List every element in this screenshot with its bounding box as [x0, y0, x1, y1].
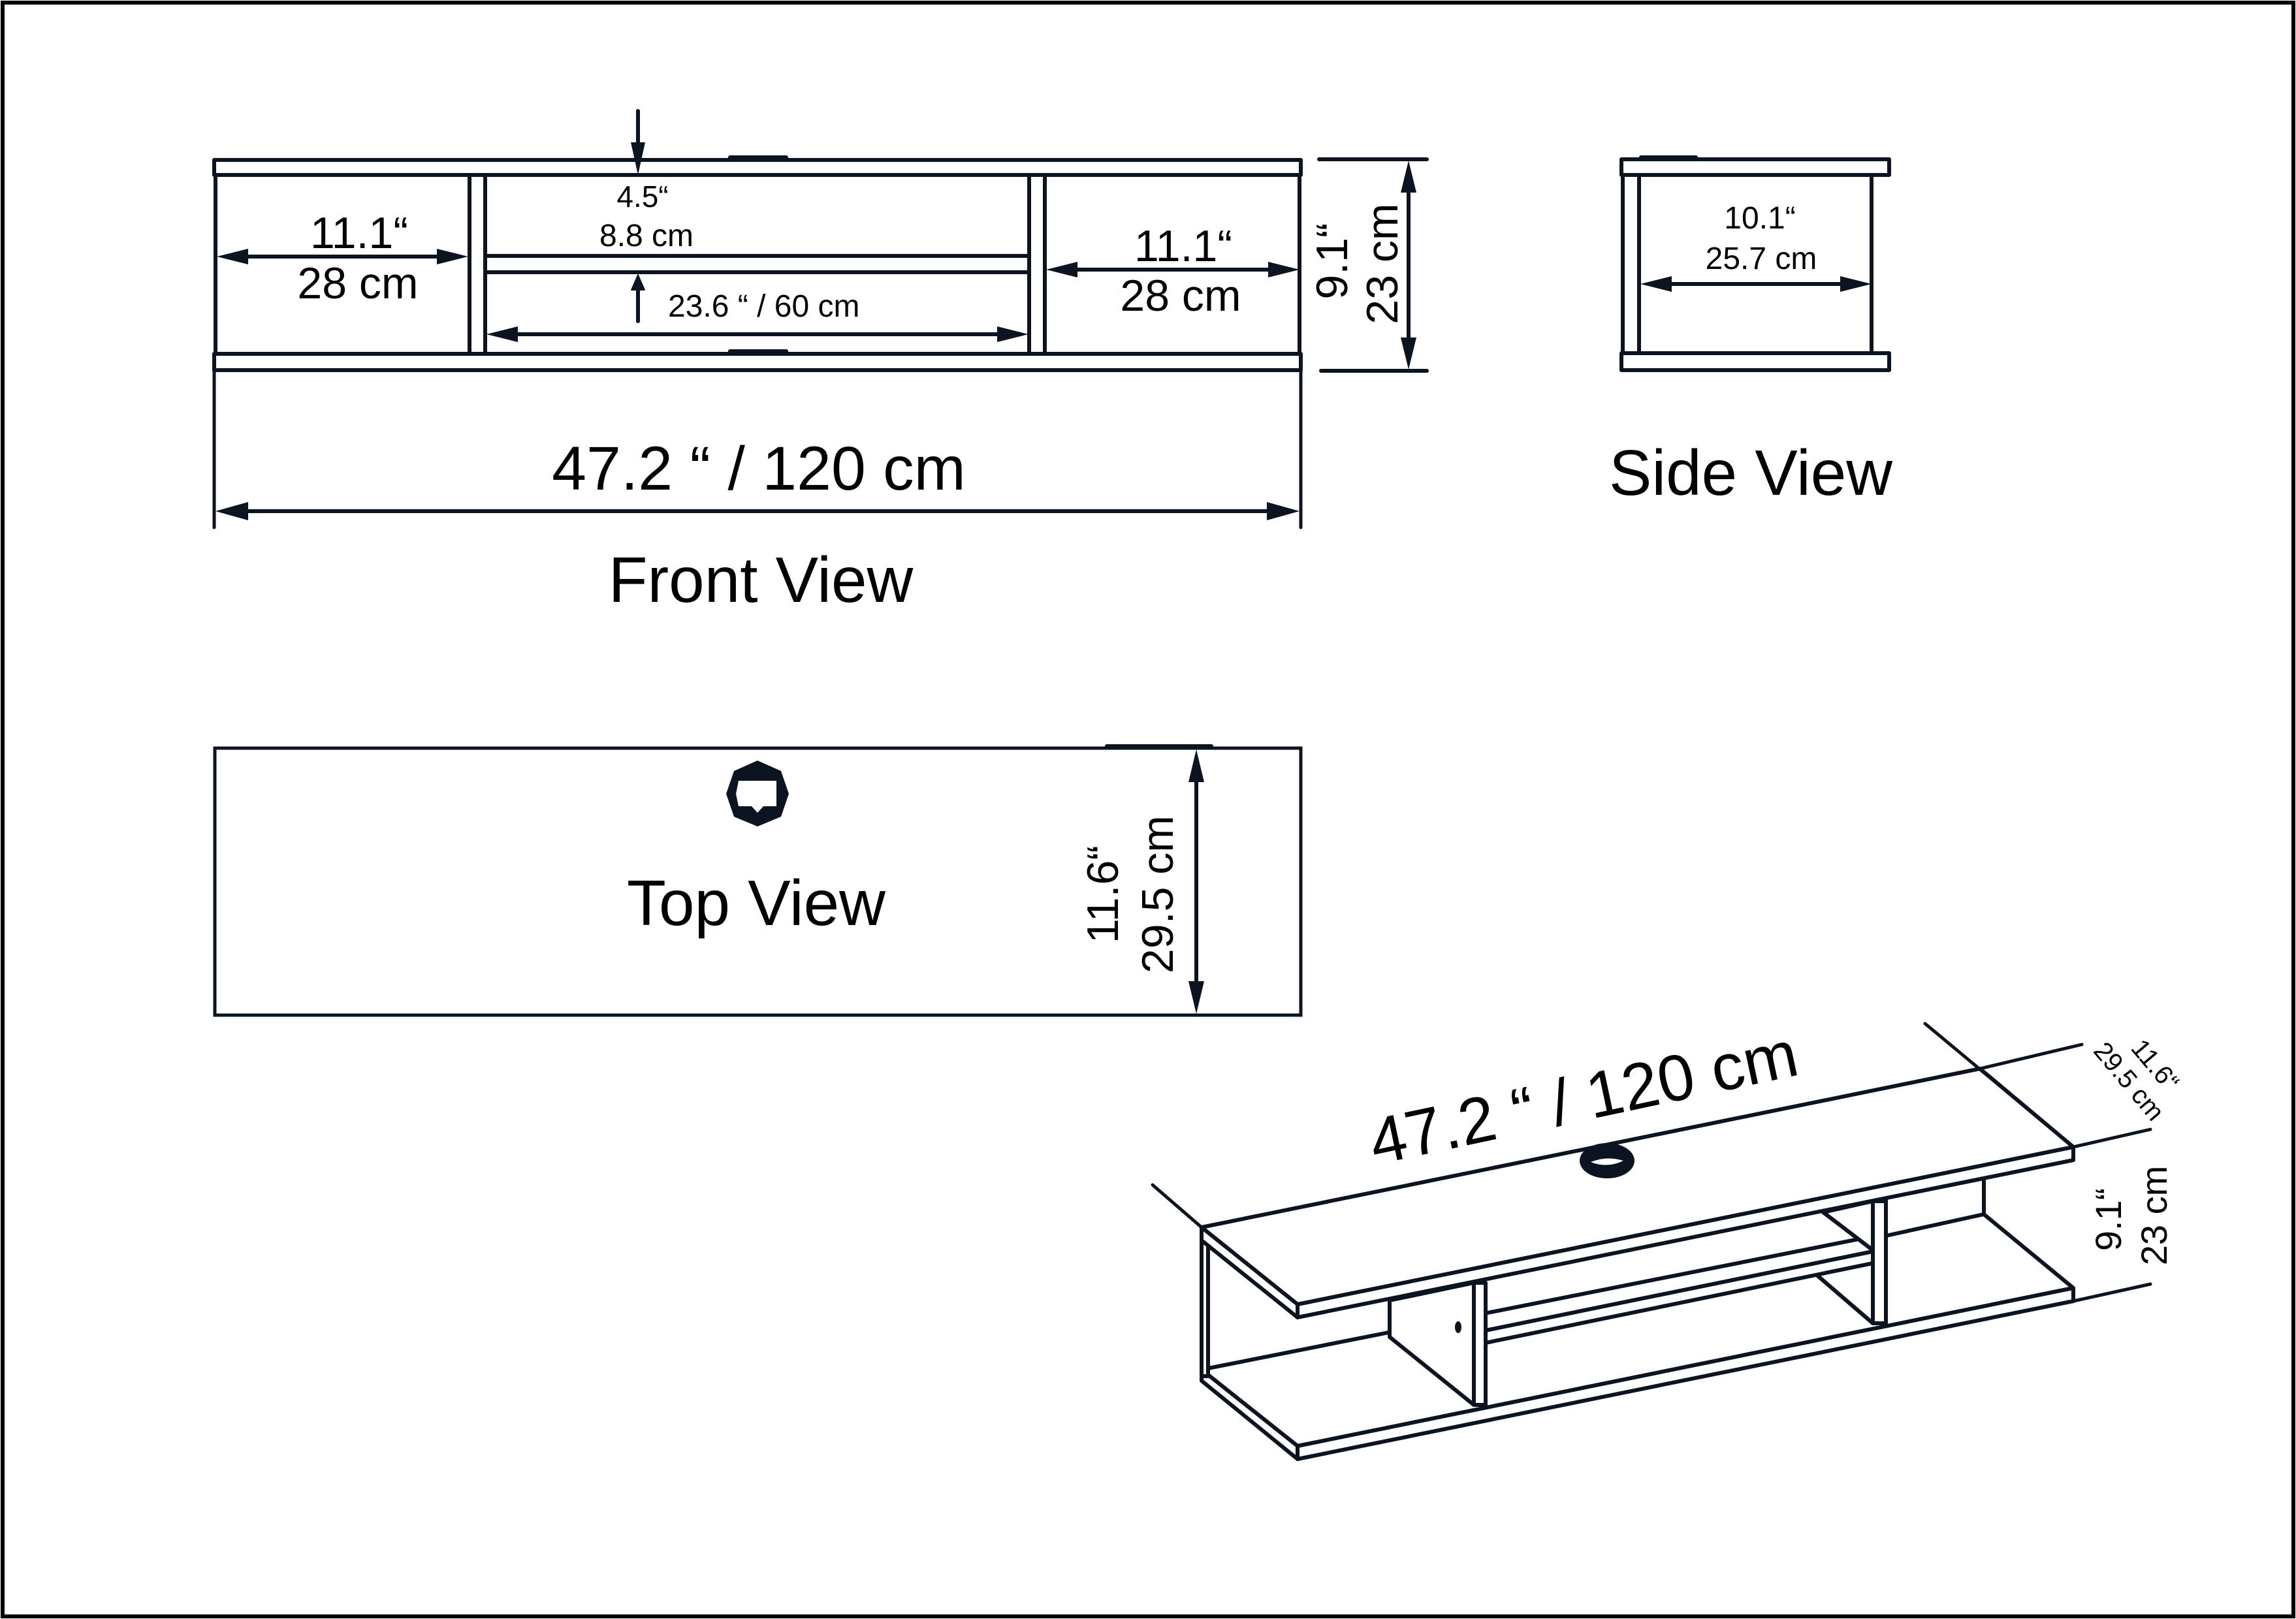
top-view-label: Top View	[627, 867, 886, 939]
dim-side-depth-cm: 25.7 cm	[1706, 242, 1817, 276]
dim-right-compartment-cm: 28 cm	[1120, 271, 1241, 321]
iso-height-ext-bottom	[2071, 1282, 2152, 1303]
side-view-label: Side View	[1609, 437, 1893, 509]
iso-top-shelf-side	[1200, 1225, 1299, 1319]
arrow-left-icon	[486, 326, 518, 342]
dim-right-compartment-inch: 11.1“	[1134, 221, 1232, 271]
iso-depth-ext-front	[2071, 1127, 2152, 1149]
arrow-up-icon	[1401, 161, 1416, 193]
arrow-right-icon	[997, 326, 1028, 342]
arrow-up-icon	[631, 274, 645, 291]
iso-divider-dowel-icon	[1455, 1321, 1461, 1333]
dim-gap-cm: 8.8 cm	[599, 219, 694, 253]
front-middle-shelf	[483, 254, 1031, 274]
side-bottom-shelf	[1619, 351, 1891, 372]
iso-right-divider-front	[1871, 1199, 1888, 1325]
dim-overall-width: 47.2 “ / 120 cm	[552, 434, 966, 503]
dim-top-depth-inch: 11.6“	[1078, 845, 1128, 943]
arrow-left-icon	[215, 502, 248, 520]
front-top-shelf	[212, 158, 1303, 177]
cable-hole-icon	[1580, 1143, 1634, 1178]
dim-middle-width: 23.6 “ / 60 cm	[668, 289, 859, 324]
front-bottom-shelf	[212, 352, 1303, 372]
top-view: 11.6“ 29.5 cm Top View	[213, 744, 1303, 1017]
dim-height-inch: 9.1“	[1307, 223, 1357, 299]
dim-left-compartment-inch: 11.1“	[310, 208, 408, 258]
front-top-notch	[728, 155, 788, 161]
arrow-left-icon	[1046, 262, 1077, 277]
arrow-down-icon	[631, 142, 645, 175]
front-view: 11.1“ 28 cm 11.1“ 28 cm 4.5“ 8.8 cm 23.6…	[212, 109, 1429, 616]
front-right-divider	[1027, 173, 1047, 356]
dim-top-depth-cm: 29.5 cm	[1133, 815, 1183, 973]
dim-side-depth-inch: 10.1“	[1724, 201, 1795, 236]
arrow-right-icon	[437, 249, 468, 264]
iso-left-divider-front	[1472, 1281, 1488, 1407]
iso-height-cm: 23 cm	[2133, 1166, 2175, 1266]
cable-hole-octagon-icon	[726, 761, 789, 826]
iso-height-inch: 9.1“	[2088, 1188, 2129, 1251]
dim-height-cm: 23 cm	[1358, 203, 1407, 324]
side-top-shelf	[1619, 157, 1891, 177]
iso-right-divider-diag-upper	[1821, 1210, 1875, 1252]
arrow-down-icon	[1188, 981, 1204, 1014]
iso-width-ext-right	[1923, 1022, 2075, 1149]
dim-left-compartment-cm: 28 cm	[297, 259, 418, 308]
arrow-right-icon	[1268, 262, 1299, 277]
arrow-right-icon	[1267, 502, 1299, 520]
arrow-right-icon	[1840, 276, 1872, 292]
side-view: 10.1“ 25.7 cm Side View	[1609, 155, 1893, 509]
front-view-label: Front View	[609, 544, 914, 616]
dim-gap-inch: 4.5“	[616, 180, 668, 213]
iso-right-divider-diag-lower	[1815, 1273, 1875, 1325]
arrow-left-icon	[1640, 276, 1672, 292]
iso-depth-ext-back	[1978, 1043, 2084, 1071]
side-top-notch	[1639, 155, 1698, 161]
arrow-down-icon	[1401, 338, 1416, 369]
front-bottom-notch	[728, 349, 788, 354]
top-view-notch	[1105, 744, 1213, 749]
arrow-left-icon	[217, 249, 248, 264]
front-left-divider	[468, 173, 487, 356]
arrow-up-icon	[1188, 749, 1204, 782]
iso-width-ext-left	[1151, 1183, 1204, 1229]
iso-left-side-panel	[1200, 1232, 1210, 1378]
